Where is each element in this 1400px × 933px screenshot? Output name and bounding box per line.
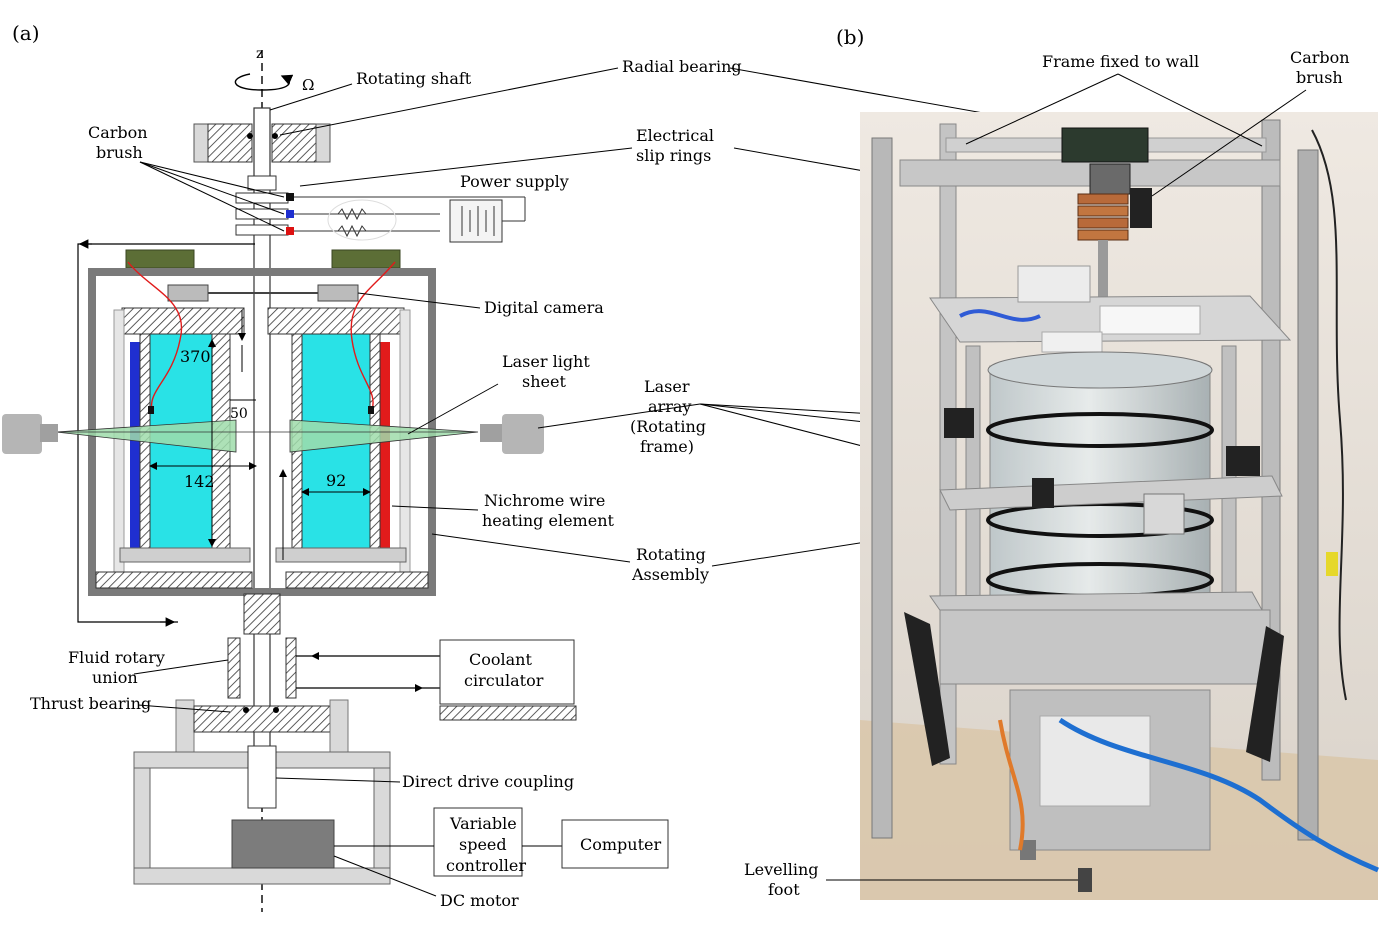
laser-sheet-right bbox=[289, 419, 479, 453]
digital-camera-right bbox=[317, 284, 359, 302]
laser-array-label-4: frame) bbox=[640, 437, 694, 456]
computer-box bbox=[561, 819, 669, 869]
dimension-92: 92 bbox=[326, 471, 346, 490]
rotating-assembly-label-2: Assembly bbox=[631, 565, 709, 584]
heater-right bbox=[380, 342, 390, 548]
panel-a-label: (a) bbox=[12, 21, 40, 45]
rotating-assembly-label-1: Rotating bbox=[636, 545, 706, 564]
thrust-bearing-block bbox=[175, 699, 349, 757]
rotating-shaft bbox=[253, 107, 271, 759]
vsc-label-2: speed bbox=[459, 835, 507, 854]
direct-drive-label: Direct drive coupling bbox=[402, 772, 574, 791]
power-supply-label: Power supply bbox=[460, 172, 569, 191]
nichrome-label-2: heating element bbox=[482, 511, 614, 530]
levelling-foot-label-1: Levelling bbox=[744, 860, 819, 879]
levelling-foot-label-2: foot bbox=[768, 880, 800, 899]
photo-panel: (b) bbox=[744, 25, 1379, 900]
frame-post bbox=[1297, 149, 1319, 841]
radial-bearing-block bbox=[193, 123, 331, 163]
heater-left bbox=[130, 342, 140, 548]
coolant-label-2: circulator bbox=[464, 671, 544, 690]
laser-head-right bbox=[480, 414, 544, 454]
dc-motor-label: DC motor bbox=[440, 891, 519, 910]
dc-motor bbox=[231, 819, 335, 869]
photo-carbon-brush-label-2: brush bbox=[1296, 68, 1343, 87]
coolant-hose bbox=[1058, 717, 1379, 873]
laser-array-label-1: Laser bbox=[644, 377, 690, 396]
frame-post bbox=[871, 137, 893, 839]
coolant-circulator-box bbox=[439, 639, 575, 705]
laser-array-label-2: array bbox=[648, 397, 691, 416]
omega-label: Ω bbox=[302, 76, 314, 94]
radial-bearing-photo bbox=[1061, 127, 1149, 163]
lid-left bbox=[121, 307, 245, 335]
thermocouple-wire-right bbox=[350, 261, 396, 411]
carbon-brush-label-1: Carbon bbox=[88, 123, 148, 142]
computer-label: Computer bbox=[580, 835, 661, 854]
lid-right bbox=[267, 307, 405, 335]
support-arm bbox=[904, 612, 950, 766]
variable-speed-controller bbox=[433, 807, 523, 877]
photo-carbon-brush-label-1: Carbon bbox=[1290, 48, 1350, 67]
laser-module-photo bbox=[1226, 446, 1260, 476]
laser-array-label-3: (Rotating bbox=[630, 417, 706, 436]
vsc-label-3: controller bbox=[446, 856, 526, 875]
fluid-union-label-2: union bbox=[92, 668, 138, 687]
frame-fixed-label: Frame fixed to wall bbox=[1042, 52, 1199, 71]
panel-b-label: (b) bbox=[836, 25, 864, 49]
nichrome-label-1: Nichrome wire bbox=[484, 491, 605, 510]
slip-rings-label-2: slip rings bbox=[636, 146, 711, 165]
digital-camera-label: Digital camera bbox=[484, 298, 604, 317]
rotation-arrow-icon bbox=[234, 73, 294, 91]
thrust-bearing-label: Thrust bearing bbox=[30, 694, 151, 713]
levelling-foot-photo bbox=[1078, 868, 1092, 892]
digital-camera-left bbox=[167, 284, 209, 302]
laser-sheet-left bbox=[55, 419, 237, 453]
motor-stand bbox=[133, 745, 391, 885]
lower-frame bbox=[939, 609, 1271, 685]
carbon-brush-label-2: brush bbox=[96, 143, 143, 162]
direct-drive-coupling bbox=[247, 745, 277, 809]
thermocouple-wire-left bbox=[127, 261, 183, 411]
fluid-union-label-1: Fluid rotary bbox=[68, 648, 165, 667]
camera-block-right bbox=[331, 249, 401, 269]
schematic-panel: (a) z Ω bbox=[2, 21, 669, 912]
dimension-142: 142 bbox=[184, 472, 215, 491]
laser-sheet-label-2: sheet bbox=[522, 372, 566, 391]
laser-module-photo bbox=[1032, 478, 1054, 508]
fluid-rotary-union bbox=[227, 593, 440, 699]
power-supply-icon bbox=[449, 197, 526, 243]
axis-z-label: z bbox=[256, 46, 263, 62]
rotating-shaft-label: Rotating shaft bbox=[356, 69, 472, 88]
laser-frame-shelf bbox=[939, 475, 1283, 511]
camera-block-left bbox=[125, 249, 195, 269]
coolant-label-1: Coolant bbox=[469, 650, 532, 669]
vsc-label-1: Variable bbox=[449, 814, 517, 833]
carbon-brush-photo bbox=[1130, 188, 1152, 228]
slip-rings-label-1: Electrical bbox=[636, 126, 714, 145]
slip-ring-stack bbox=[235, 175, 525, 241]
dimension-370: 370 bbox=[180, 347, 211, 366]
laser-module-photo bbox=[944, 408, 974, 438]
laser-head-left bbox=[2, 414, 58, 454]
support-arm bbox=[1246, 626, 1284, 762]
radial-bearing-label: Radial bearing bbox=[622, 57, 742, 76]
laser-sheet-label-1: Laser light bbox=[502, 352, 590, 371]
dimension-50: 50 bbox=[230, 406, 248, 422]
